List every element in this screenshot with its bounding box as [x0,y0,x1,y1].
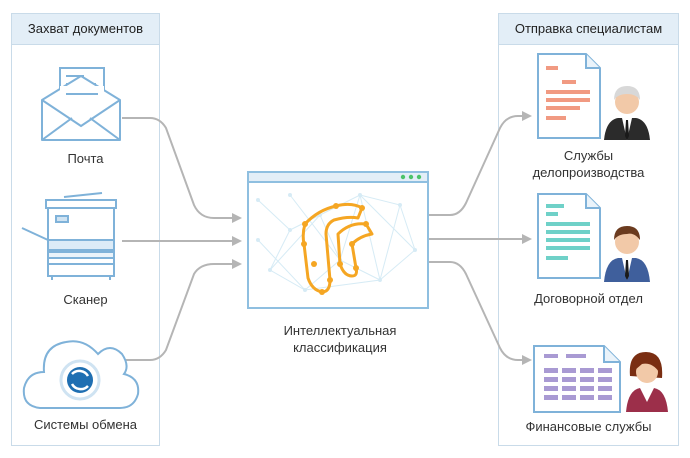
classification-label-line2: классификация [293,340,387,355]
office-services-label-line1: Службы [563,148,614,163]
manager-person-icon [604,226,650,282]
senior-person-icon [604,86,650,140]
arrow-exchange-to-classifier [122,259,242,361]
arrow-classifier-to-office [428,111,532,216]
exchange-systems-label: Системы обмена [33,417,138,432]
classification-label: Интеллектуальная классификация [240,322,440,356]
contracts-department-label: Договорной отдел [534,291,643,306]
finance-services-label: Финансовые службы [525,419,652,434]
finance-document-icon [533,345,621,413]
office-document-icon [537,53,601,139]
cloud-exchange-icon [22,340,140,409]
mail-label: Почта [67,151,104,166]
office-services-label-line2: делопроизводства [532,165,645,180]
contract-document-icon [537,193,601,279]
arrow-classifier-to-finance [428,261,532,365]
accountant-person-icon [626,352,668,412]
scanner-label: Сканер [63,292,108,307]
classification-window-icon [247,171,429,309]
envelope-icon [41,67,121,141]
document-capture-title: Захват документов [12,14,159,45]
office-services-label: Службы делопроизводства [498,147,679,181]
scanner-icon [21,192,117,280]
specialists-title: Отправка специалистам [499,14,678,45]
arrow-mail-to-classifier [122,117,242,223]
classification-label-line1: Интеллектуальная [283,323,397,338]
